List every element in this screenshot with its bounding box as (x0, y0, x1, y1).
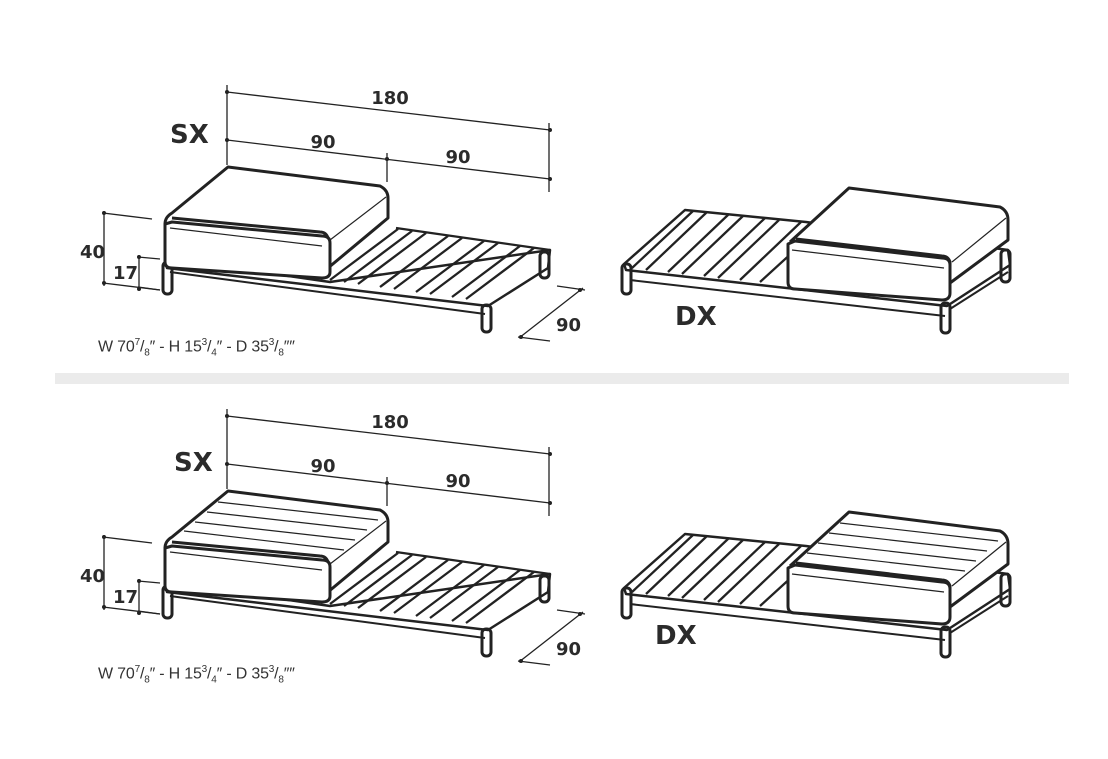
dim-depth: 90 (556, 315, 581, 336)
panel-plain-cushion: 180 90 90 SX 40 17 90 (0, 0, 1108, 372)
h-prefix: - H (159, 665, 181, 683)
dimension-ticks (102, 414, 582, 663)
d-prefix: - D (226, 338, 248, 356)
dim-segment-2: 90 (445, 471, 470, 492)
d-int: 35 (251, 665, 269, 683)
imperial-dimensions: W 707/8″ - H 153/4″ - D 353/8″″ (98, 337, 295, 359)
dim-height-seat: 17 (113, 587, 138, 608)
panel-quilted-cushion: 180 90 90 SX 40 17 90 (0, 324, 1108, 759)
dx-chaise-drawing-quilted (620, 510, 1012, 659)
sx-dx-drawing-quilted: 180 90 90 SX 40 17 90 (80, 409, 1012, 666)
w-num: 7 (134, 664, 141, 675)
dim-total-width: 180 (371, 88, 409, 109)
quilt-lines (806, 522, 999, 572)
in-mark: ″ (149, 665, 156, 683)
h-int: 15 (184, 338, 202, 356)
imperial-dimensions: W 707/8″ - H 153/4″ - D 353/8″″ (98, 664, 295, 686)
quilt-lines (183, 501, 379, 551)
d-prefix: - D (226, 665, 248, 683)
h-int: 15 (184, 665, 202, 683)
d-den: 8 (278, 674, 284, 686)
dim-total-width: 180 (371, 412, 409, 433)
w-num: 7 (134, 337, 141, 348)
dim-segment-2: 90 (445, 147, 470, 168)
d-mark: ″″ (283, 665, 295, 683)
dim-height-total: 40 (80, 242, 105, 263)
h-den: 4 (211, 674, 217, 686)
label-dx: DX (675, 302, 717, 332)
sx-chaise-drawing (161, 165, 552, 334)
h-den: 4 (211, 347, 217, 359)
dim-height-total: 40 (80, 566, 105, 587)
dimension-ticks (102, 90, 582, 339)
h-num: 3 (201, 337, 208, 348)
in-mark: ″ (216, 338, 223, 356)
in-mark: ″ (149, 338, 156, 356)
section-divider (55, 373, 1069, 384)
w-prefix: W (98, 338, 113, 356)
d-num: 3 (268, 337, 275, 348)
dimension-lines (102, 409, 586, 666)
d-int: 35 (251, 338, 269, 356)
w-int: 70 (117, 338, 135, 356)
w-prefix: W (98, 665, 113, 683)
sx-dx-drawing: 180 90 90 SX 40 17 90 (80, 85, 1012, 342)
sx-chaise-drawing-quilted (161, 489, 552, 658)
dim-depth: 90 (556, 639, 581, 660)
label-sx: SX (170, 120, 209, 150)
dim-segment-1: 90 (310, 132, 335, 153)
label-dx: DX (655, 621, 697, 651)
w-den: 8 (144, 674, 150, 686)
h-num: 3 (201, 664, 208, 675)
in-mark: ″ (216, 665, 223, 683)
d-mark: ″″ (283, 338, 295, 356)
w-int: 70 (117, 665, 135, 683)
d-num: 3 (268, 664, 275, 675)
label-sx: SX (174, 448, 213, 478)
dx-chaise-drawing (620, 186, 1012, 335)
w-den: 8 (144, 347, 150, 359)
d-den: 8 (278, 347, 284, 359)
dim-height-seat: 17 (113, 263, 138, 284)
h-prefix: - H (159, 338, 181, 356)
dim-segment-1: 90 (310, 456, 335, 477)
